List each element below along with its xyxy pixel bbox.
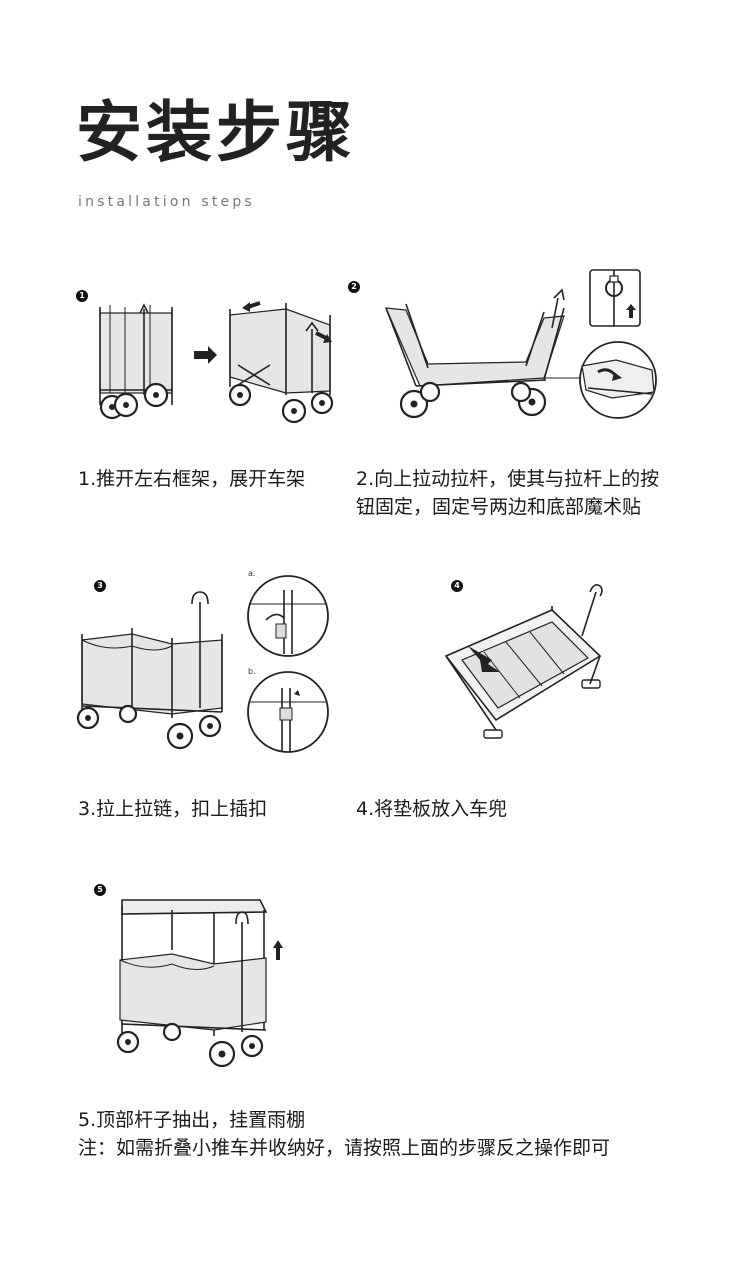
step-2-caption-line-2: 钮固定，固定号两边和底部魔术贴 — [356, 491, 641, 523]
page-subtitle: installation steps — [78, 194, 255, 210]
zipped-wagon — [78, 592, 222, 748]
step-3-illustration — [76, 588, 236, 758]
note-text: 注：如需折叠小推车并收纳好，请按照上面的步骤反之操作即可 — [78, 1132, 610, 1164]
step-2-illustration — [376, 268, 666, 428]
buckle-detail — [248, 672, 328, 752]
detail-b-label: b. — [248, 667, 256, 676]
step-5-illustration — [110, 892, 290, 1072]
unfolding-wagon — [230, 302, 332, 422]
folded-wagon — [100, 305, 172, 418]
arrow-up-icon — [273, 940, 283, 960]
step-1-number-badge: 1 — [76, 290, 88, 302]
wagon-with-canopy — [118, 900, 266, 1066]
step-3-detail-illustrations — [246, 574, 336, 754]
wagon-with-board — [446, 585, 602, 738]
page-title: 安装步骤 — [76, 100, 356, 166]
step-3-caption: 3.拉上拉链，扣上插扣 — [78, 793, 267, 825]
handle-button-detail — [590, 270, 640, 326]
step-1-illustration — [90, 295, 360, 435]
step-4-illustration — [440, 580, 620, 750]
step-5-number-badge: 5 — [94, 884, 106, 896]
arrow-left-icon — [242, 302, 250, 312]
step-4-caption: 4.将垫板放入车兜 — [356, 793, 507, 825]
arrow-right-icon — [194, 346, 217, 364]
velcro-detail — [542, 342, 656, 418]
step-1-caption: 1.推开左右框架，展开车架 — [78, 463, 305, 495]
step-2-number-badge: 2 — [348, 281, 360, 293]
zipper-detail — [248, 576, 328, 656]
opened-wagon — [386, 290, 564, 417]
